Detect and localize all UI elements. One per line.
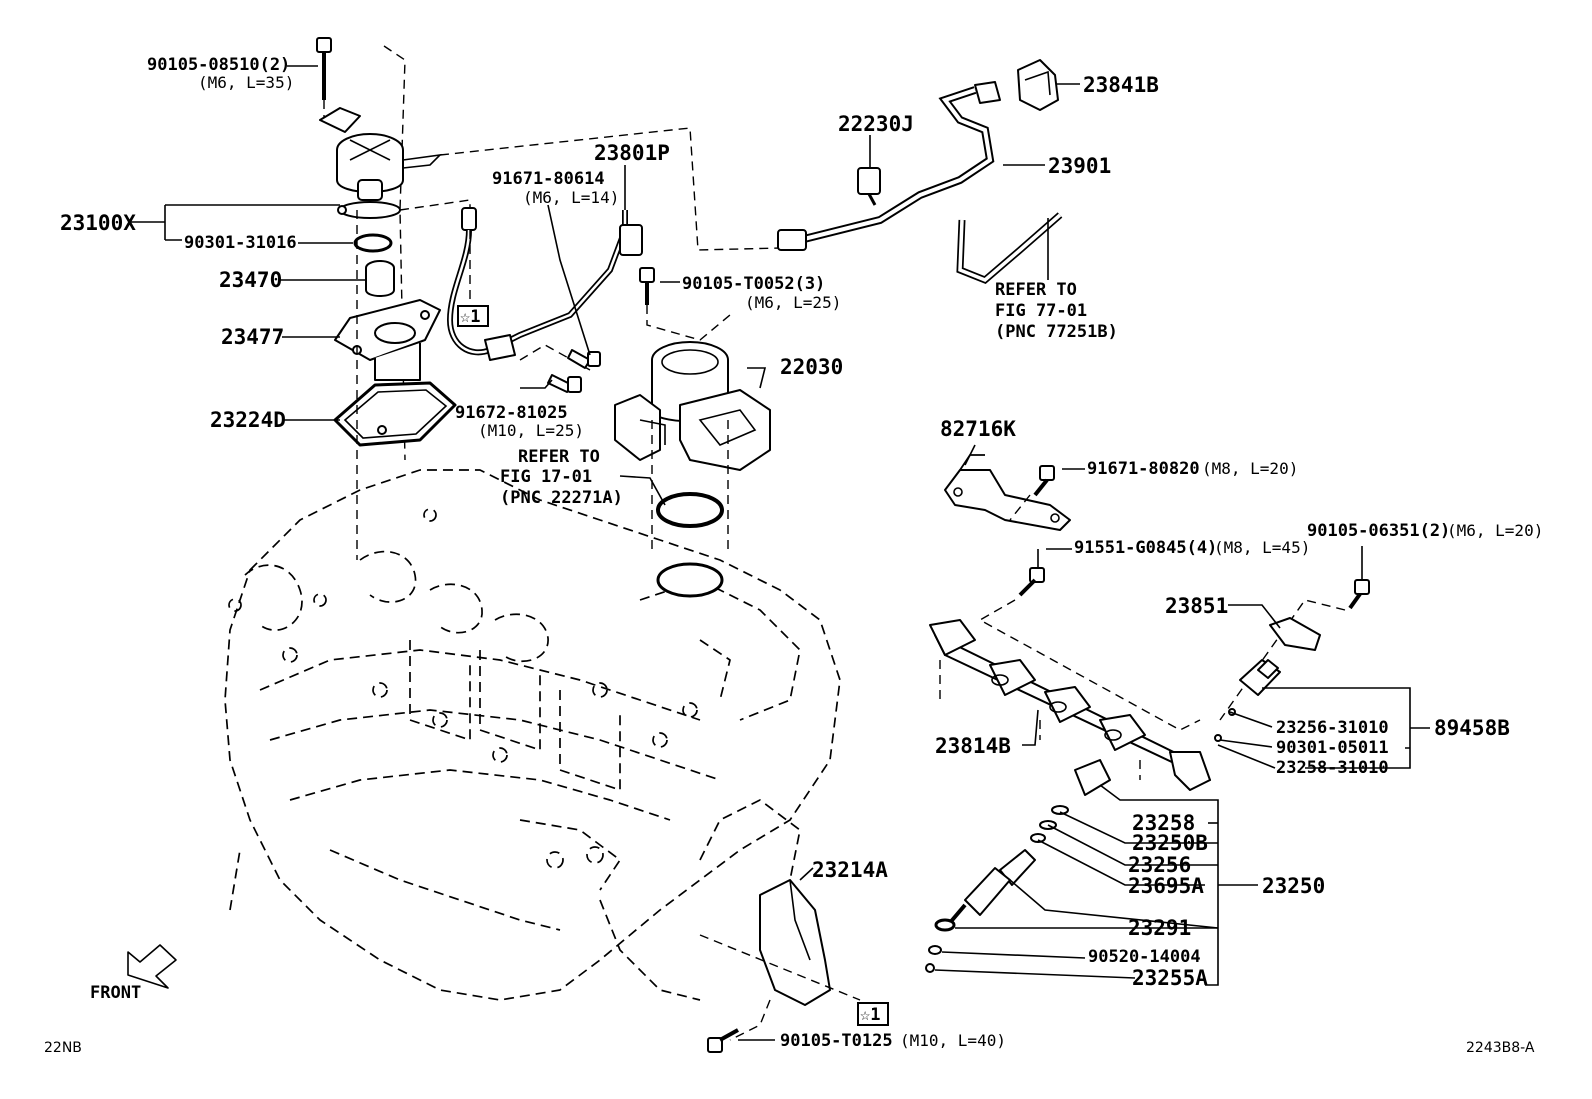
engine-cylinder-head <box>224 469 841 1001</box>
label-90105-08510: 90105-08510(2) <box>147 55 290 75</box>
label-23851: 23851 <box>1165 594 1228 618</box>
hose-to-fig77 <box>956 212 1063 285</box>
labels: 90105-08510(2) (M6, L=35) 23100X 90301-3… <box>44 55 1543 1056</box>
bolt-91671-80820 <box>1033 465 1055 497</box>
label-91671-80614: 91671-80614 <box>492 169 605 189</box>
bolt-90105-06351 <box>1348 579 1370 610</box>
label-23291: 23291 <box>1128 916 1191 940</box>
ref1-line3: (PNC 22271A) <box>500 488 623 508</box>
lifter-23470 <box>365 260 395 297</box>
label-22030: 22030 <box>780 355 843 379</box>
label-90105-08510-spec: (M6, L=35) <box>198 73 294 92</box>
pressure-sensor-89458B <box>1214 659 1281 742</box>
washer-90520-14004 <box>928 945 942 955</box>
bolt-90105-T0125 <box>707 1028 739 1053</box>
front-label: FRONT <box>90 983 141 1003</box>
label-23695A: 23695A <box>1128 874 1204 898</box>
fuel-rail-23814B <box>929 619 1211 791</box>
star-box-label-2: ☆1 <box>860 1005 880 1025</box>
label-91551-G0845-spec: (M8, L=45) <box>1214 538 1310 557</box>
label-90520-14004: 90520-14004 <box>1088 947 1201 967</box>
throttle-body-22030 <box>614 341 771 471</box>
housing-23477 <box>334 299 441 381</box>
label-90301-31016: 90301-31016 <box>184 233 297 253</box>
label-90105-T0125: 90105-T0125 <box>780 1031 893 1051</box>
star-box-icon: ☆1 <box>857 1002 889 1026</box>
label-23255A: 23255A <box>1132 966 1208 990</box>
fuel-pump-23100X <box>319 107 443 219</box>
label-23100X: 23100X <box>60 211 136 235</box>
ref2-line3: (PNC 77251B) <box>995 322 1118 342</box>
label-82716K: 82716K <box>940 417 1016 441</box>
ref2-line2: FIG 77-01 <box>995 301 1087 321</box>
seal-23291 <box>934 918 956 932</box>
label-91671-80614-spec: (M6, L=14) <box>523 188 619 207</box>
clip-23841B <box>1017 59 1059 111</box>
label-23214A: 23214A <box>812 858 888 882</box>
code-right: 2243B8-A <box>1466 1040 1535 1056</box>
o-rings-injector <box>1030 805 1069 843</box>
label-90301-05011: 90301-05011 <box>1276 738 1389 758</box>
ref2-line1: REFER TO <box>995 280 1077 300</box>
fuel-pump-bolt <box>316 37 332 100</box>
code-left: 22NB <box>44 1040 82 1056</box>
bolt-90105-T0052 <box>639 267 655 305</box>
label-23477: 23477 <box>221 325 284 349</box>
hose-23901 <box>777 81 1001 251</box>
gasket-intake <box>656 562 724 598</box>
label-23901: 23901 <box>1048 154 1111 178</box>
fuel-pipe-23801P <box>446 207 643 361</box>
label-90105-T0125-spec: (M10, L=40) <box>900 1031 1006 1050</box>
sensor-22230J <box>857 167 881 206</box>
label-23801P: 23801P <box>594 141 670 165</box>
star-box-label: ☆1 <box>460 307 480 327</box>
star-box-icon: ☆1 <box>457 305 489 327</box>
injector-23250 <box>946 849 1036 927</box>
label-23224D: 23224D <box>210 408 286 432</box>
clip-23258 <box>1074 759 1111 796</box>
label-23250: 23250 <box>1262 874 1325 898</box>
ref1-line2: FIG 17-01 <box>500 467 592 487</box>
insulator-23214A <box>759 879 831 1006</box>
label-90105-06351: 90105-06351(2) <box>1307 521 1450 541</box>
bracket-23851 <box>1269 617 1321 651</box>
label-91671-80820: 91671-80820 <box>1087 459 1200 479</box>
bracket-82716K <box>944 454 1071 531</box>
bolt-91671-80614 <box>567 349 601 369</box>
front-arrow-icon <box>127 944 177 989</box>
label-23250B: 23250B <box>1132 831 1208 855</box>
leader-lines <box>130 65 1430 1041</box>
label-23470: 23470 <box>219 268 282 292</box>
label-90105-T0052: 90105-T0052(3) <box>682 274 825 294</box>
label-23256: 23256 <box>1128 853 1191 877</box>
gasket-22271A <box>656 492 724 528</box>
label-23256-31010: 23256-31010 <box>1276 718 1389 738</box>
o-ring-90301-31016 <box>353 233 393 253</box>
label-91551-G0845: 91551-G0845(4) <box>1074 538 1217 558</box>
label-22230J: 22230J <box>838 112 914 136</box>
label-23841B: 23841B <box>1083 73 1159 97</box>
label-23814B: 23814B <box>935 734 1011 758</box>
ref1-line1: REFER TO <box>518 447 600 467</box>
gasket-23224D <box>333 381 457 447</box>
label-90105-T0052-spec: (M6, L=25) <box>745 293 841 312</box>
ring-23255A <box>925 963 935 973</box>
label-89458B: 89458B <box>1434 716 1510 740</box>
label-23258: 23258 <box>1132 811 1195 835</box>
label-91672-81025: 91672-81025 <box>455 403 568 423</box>
label-91671-80820-spec: (M8, L=20) <box>1202 459 1298 478</box>
label-90105-06351-spec: (M6, L=20) <box>1447 521 1543 540</box>
bolt-91672-81025 <box>547 374 582 393</box>
label-23258-31010: 23258-31010 <box>1276 758 1389 778</box>
bolt-91551-G0845 <box>1018 567 1045 597</box>
label-91672-81025-spec: (M10, L=25) <box>478 421 584 440</box>
